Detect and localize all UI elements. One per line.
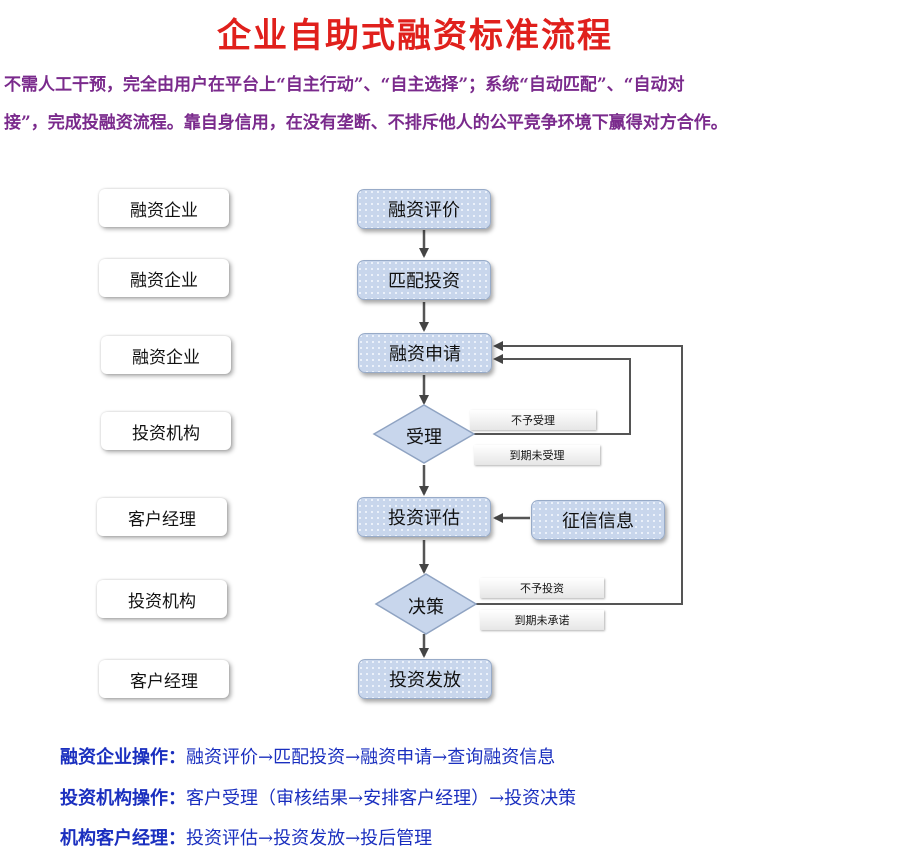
operations-text: 客户受理（审核结果→安排客户经理）→投资决策 xyxy=(186,788,577,809)
role-financing-company: 融资企业 xyxy=(99,259,229,297)
tag-expired-unaccepted: 到期未受理 xyxy=(474,445,600,465)
step-investment-release: 投资发放 xyxy=(358,659,492,699)
operations-text: 投资评估→投资发放→投后管理 xyxy=(186,828,433,849)
operations-account-manager: 机构客户经理：投资评估→投资发放→投后管理 xyxy=(60,824,432,850)
decision-diamond-decide xyxy=(374,573,478,635)
step-financing-evaluation: 融资评价 xyxy=(357,189,491,229)
role-financing-company: 融资企业 xyxy=(101,336,231,374)
intro-line-2: 接”，完成投融资流程。靠自身信用，在没有垄断、不排斥他人的公平竞争环境下赢得对方… xyxy=(4,113,728,133)
tag-expired-uncommitted: 到期未承诺 xyxy=(480,610,604,630)
step-credit-information: 征信信息 xyxy=(531,500,665,540)
tag-not-accepted: 不予受理 xyxy=(470,410,596,430)
role-financing-company: 融资企业 xyxy=(99,189,229,227)
operations-financing-company: 融资企业操作：融资评价→匹配投资→融资申请→查询融资信息 xyxy=(60,743,555,769)
decision-label-decide: 决策 xyxy=(408,597,444,618)
decision-diamond-accept xyxy=(372,404,476,464)
role-investment-institution: 投资机构 xyxy=(97,580,227,618)
operations-label: 机构客户经理： xyxy=(60,828,186,849)
intro-paragraph: 不需人工干预，完全由用户在平台上“自主行动”、“自主选择”；系统“自动匹配”、“… xyxy=(4,66,884,142)
operations-label: 投资机构操作： xyxy=(60,788,186,809)
tag-no-investment: 不予投资 xyxy=(480,578,604,598)
step-match-investment: 匹配投资 xyxy=(357,260,491,300)
loop-accept-apply xyxy=(474,354,631,435)
loop-decide-apply xyxy=(476,341,683,605)
step-financing-application: 融资申请 xyxy=(358,333,492,373)
role-investment-institution: 投资机构 xyxy=(101,412,231,450)
role-account-manager: 客户经理 xyxy=(97,498,227,536)
operations-text: 融资评价→匹配投资→融资申请→查询融资信息 xyxy=(186,747,556,768)
operations-label: 融资企业操作： xyxy=(60,747,186,768)
operations-investment-institution: 投资机构操作：客户受理（审核结果→安排客户经理）→投资决策 xyxy=(60,784,576,810)
role-account-manager: 客户经理 xyxy=(99,660,229,698)
step-investment-assessment: 投资评估 xyxy=(357,497,491,537)
decision-label-accept: 受理 xyxy=(406,427,442,448)
page-title: 企业自助式融资标准流程 xyxy=(217,16,613,56)
intro-line-1: 不需人工干预，完全由用户在平台上“自主行动”、“自主选择”；系统“自动匹配”、“… xyxy=(4,75,685,95)
